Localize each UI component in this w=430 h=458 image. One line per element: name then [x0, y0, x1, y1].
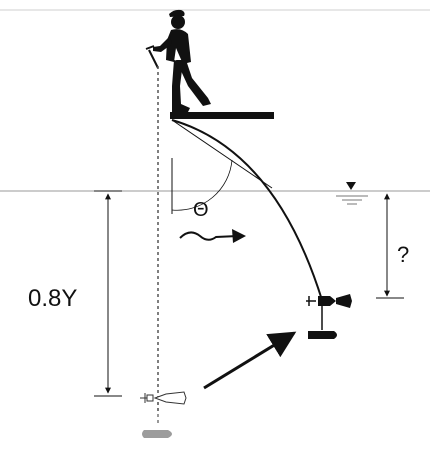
target-weight-icon: [142, 430, 172, 438]
angle-arc: [171, 159, 233, 211]
meter-icon: [306, 294, 352, 330]
bridge-deck: [170, 112, 274, 119]
theta-label: Θ: [193, 199, 209, 221]
sounding-rod: [148, 49, 159, 69]
depth-label: 0.8Y: [28, 285, 77, 312]
rod-handle: [145, 45, 155, 50]
person-icon: [153, 9, 211, 112]
target-meter-icon: [140, 391, 187, 424]
unknown-depth-label: ?: [397, 242, 409, 267]
flow-arrow-icon: [179, 229, 246, 243]
tangent-line: [171, 119, 273, 189]
water-surface-icon: [336, 182, 368, 205]
weight-icon: [308, 331, 337, 339]
sounding-cable: [171, 119, 323, 301]
drift-arrow: [203, 331, 297, 390]
